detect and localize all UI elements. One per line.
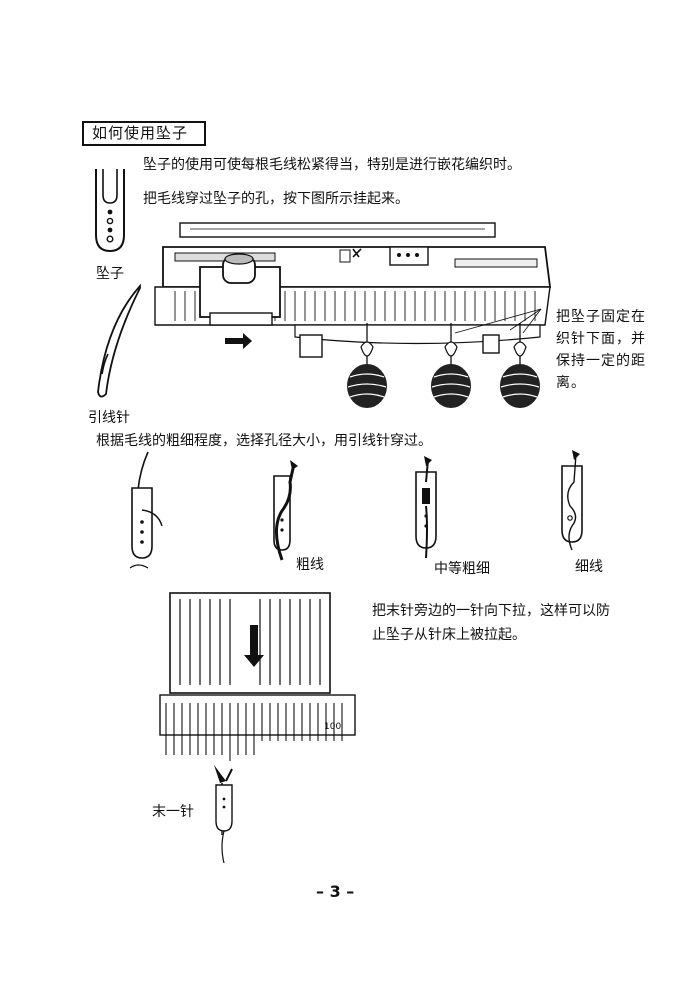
- caption-thick-yarn: 粗线: [296, 557, 324, 573]
- intro-line-2: 把毛线穿过坠子的孔，按下图所示挂起来。: [143, 191, 409, 207]
- threading-needle-illustration: [97, 283, 141, 398]
- needle-bed-closeup-illustration: [159, 592, 356, 864]
- weight-label: 坠子: [96, 266, 124, 282]
- caption-medium-yarn: 中等粗细: [434, 561, 490, 577]
- section-title: 如何使用坠子: [82, 121, 206, 146]
- page-number: – 3 –: [316, 882, 355, 901]
- thin-yarn-weight-illustration: [561, 450, 583, 551]
- last-needle-label: 末一针: [152, 804, 194, 820]
- thick-yarn-weight-illustration: [273, 460, 298, 561]
- intro-line-1: 坠子的使用可使每根毛线松紧得当，特别是进行嵌花编织时。: [143, 157, 521, 173]
- threading-step-illustration: [129, 451, 163, 569]
- weight-placement-note: 把坠子固定在织针下面，并保持一定的距离。: [556, 309, 646, 391]
- medium-yarn-weight-illustration: [415, 456, 437, 559]
- knitting-machine-illustration: [154, 222, 552, 408]
- caption-thin-yarn: 细线: [575, 559, 603, 575]
- hole-size-instruction: 根据毛线的粗细程度，选择孔径大小，用引线针穿过。: [96, 433, 432, 449]
- last-needle-note: 把末针旁边的一针向下拉，这样可以防止坠子从针床上被拉起。: [372, 603, 610, 643]
- weight-illustration: [95, 169, 125, 253]
- machine-scale-label: 100: [324, 722, 342, 732]
- threading-needle-label: 引线针: [88, 410, 130, 426]
